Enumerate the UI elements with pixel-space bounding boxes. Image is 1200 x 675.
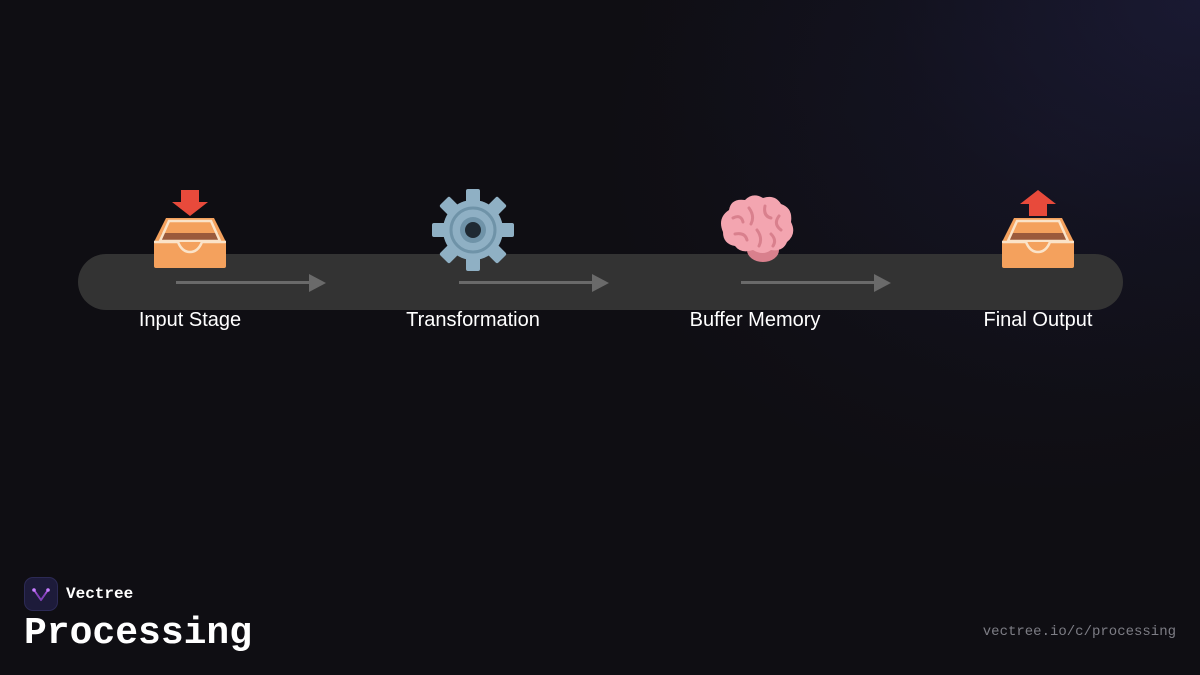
node-label: Input Stage	[138, 309, 242, 331]
page-title: Processing	[24, 612, 253, 655]
node-final-output: Final Output	[928, 188, 1148, 332]
node-buffer-memory: Buffer Memory	[645, 188, 865, 332]
connector-arrow-3	[741, 274, 893, 292]
brain-icon	[721, 195, 794, 262]
source-url: vectree.io/c/processing	[982, 624, 1176, 640]
inbox-tray-icon	[154, 190, 226, 268]
gear-icon	[432, 189, 514, 271]
outbox-tray-icon	[1002, 190, 1074, 268]
brand-name: Vectree	[66, 585, 134, 603]
connector-arrow-2	[459, 274, 611, 292]
node-transformation: Transformation	[363, 188, 583, 332]
connector-arrow-1	[176, 274, 328, 292]
vectree-logo-icon	[24, 577, 58, 611]
brand: Vectree	[24, 577, 133, 611]
node-label: Final Output	[983, 309, 1093, 331]
node-label: Transformation	[406, 309, 540, 331]
node-input-stage: Input Stage	[80, 188, 300, 332]
node-label: Buffer Memory	[689, 309, 821, 331]
